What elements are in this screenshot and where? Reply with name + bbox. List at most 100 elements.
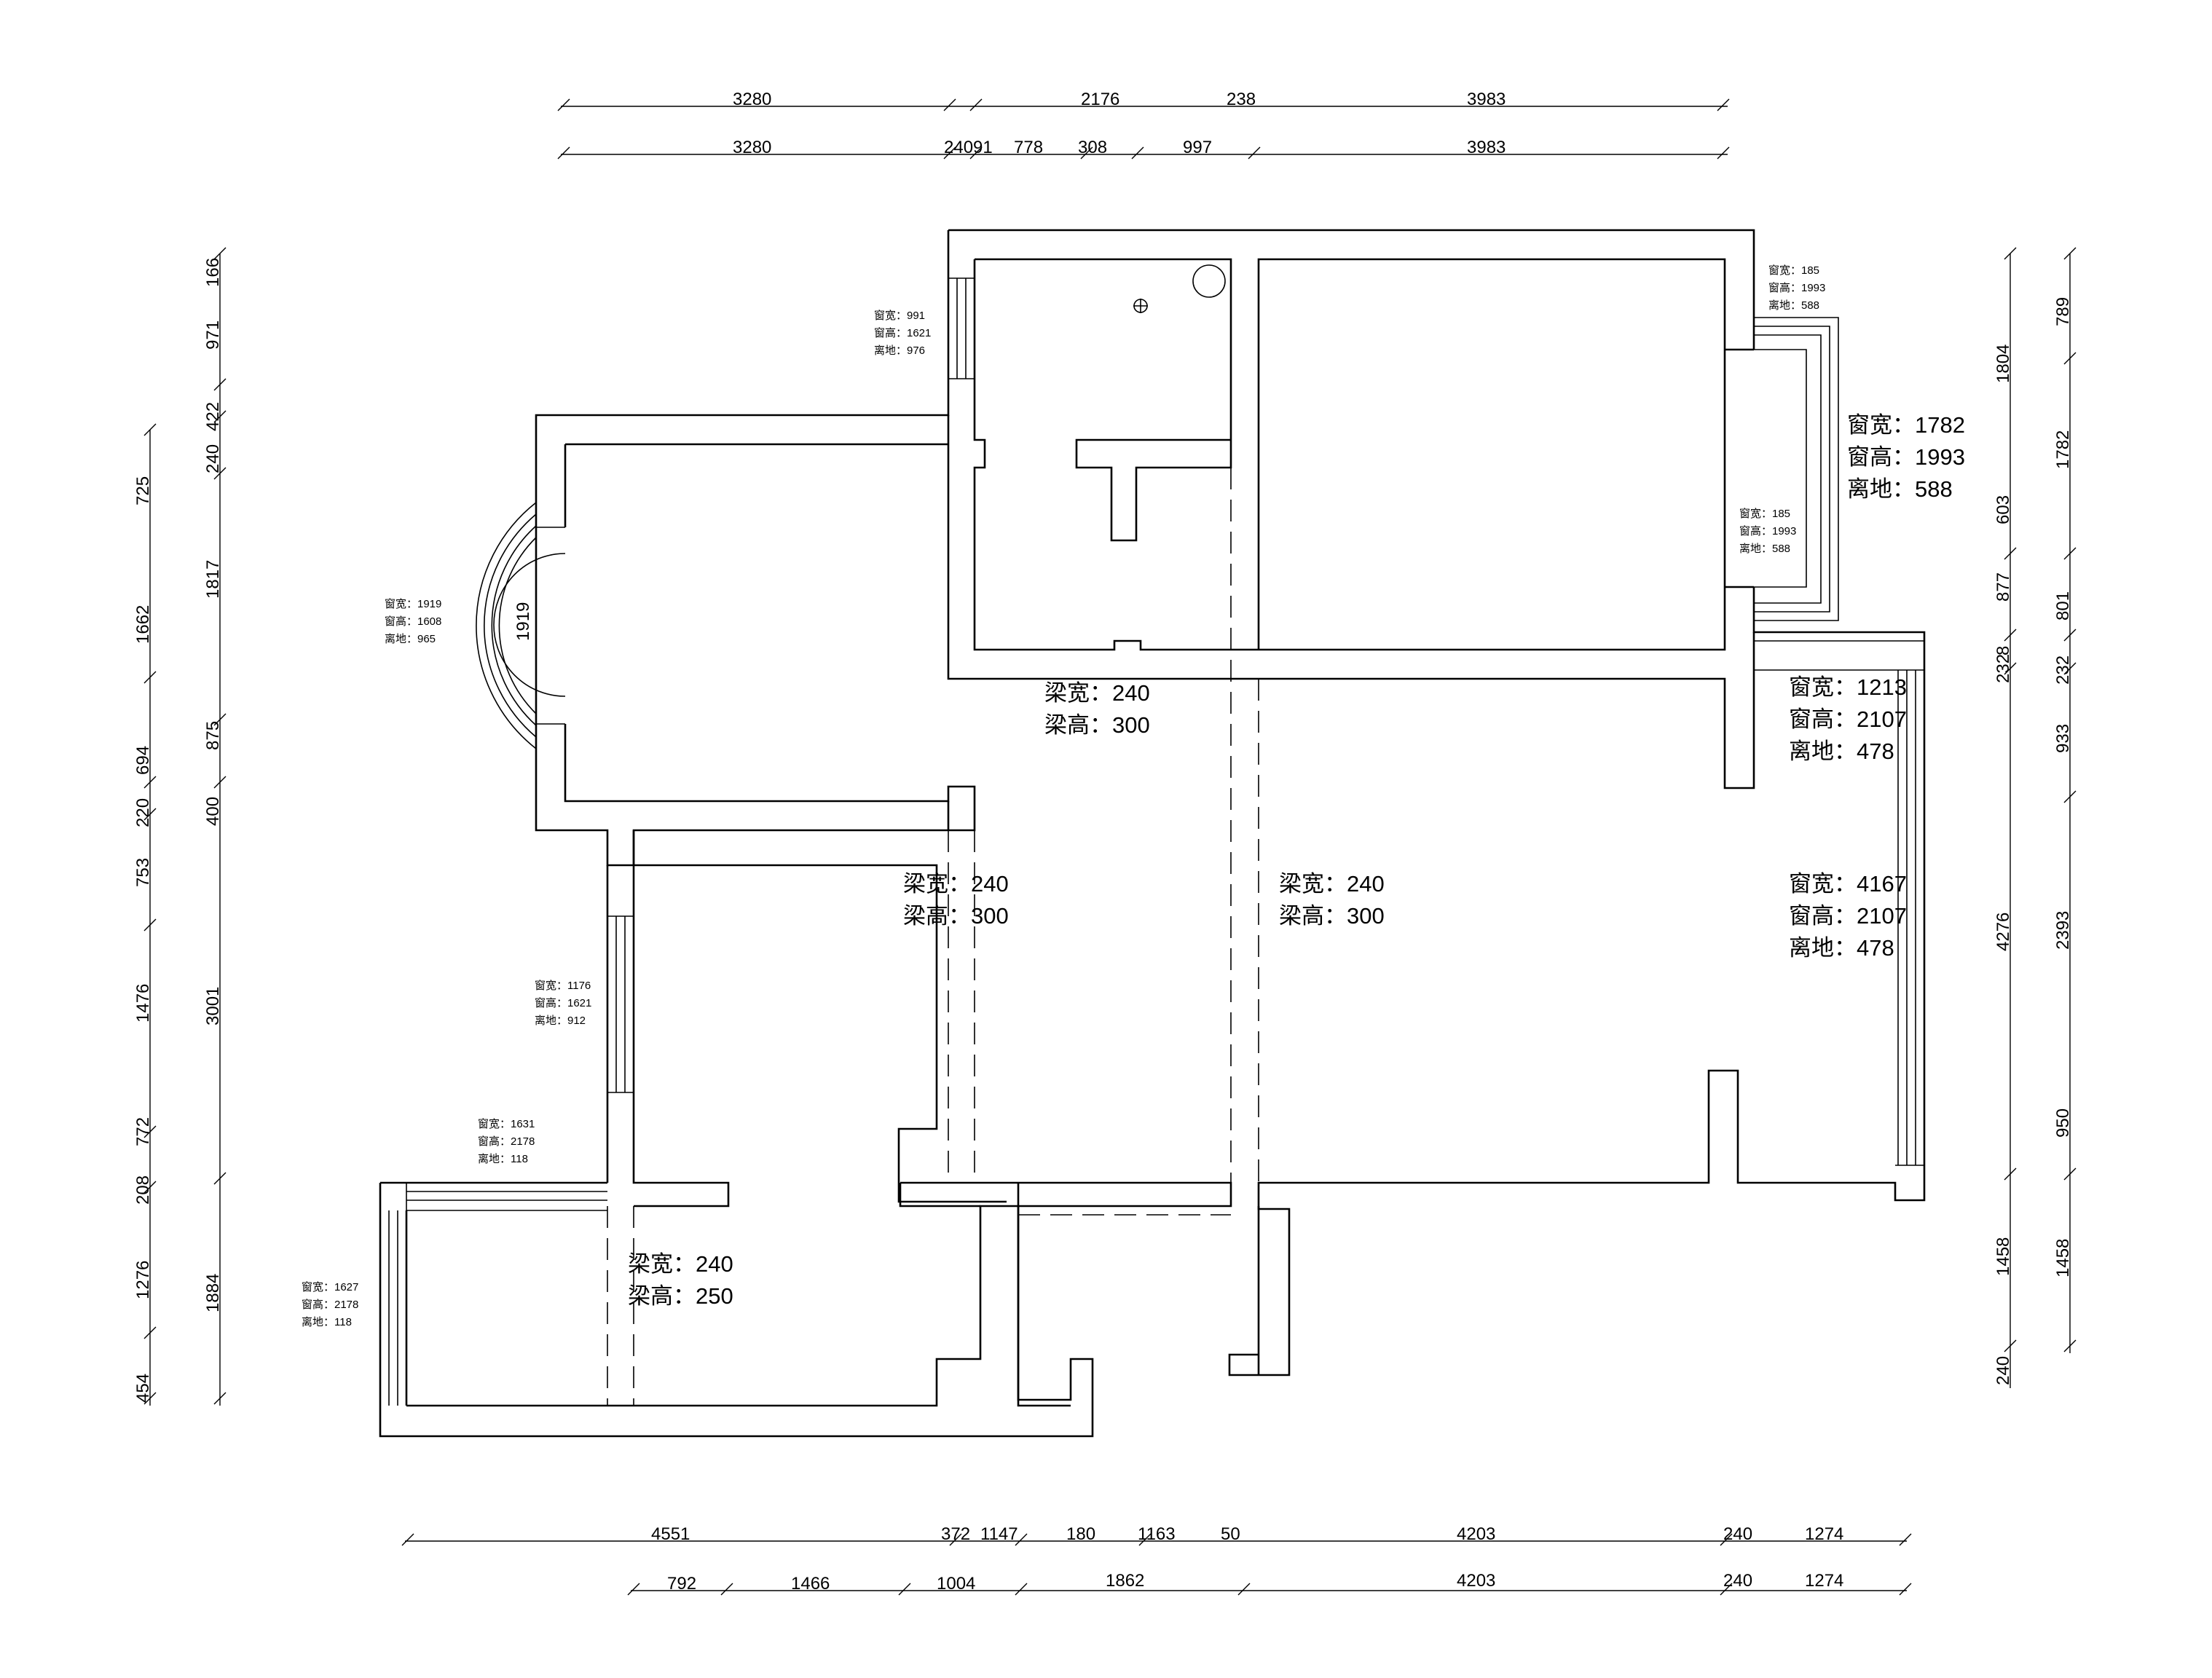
dim-left-inner-8: 1884 xyxy=(203,1274,223,1312)
dim-left-outer-3: 220 xyxy=(133,798,153,827)
dim-bottom-inner-6: 4203 xyxy=(1457,1524,1495,1544)
window-small-5-width: 窗宽：1631 xyxy=(478,1117,535,1130)
dim-right-outer-6: 950 xyxy=(2053,1108,2073,1138)
dim-right-outer-0: 789 xyxy=(2053,297,2073,326)
dim-left-outer-6: 772 xyxy=(133,1117,153,1146)
dim-right-outer-5: 2393 xyxy=(2053,911,2073,950)
dim-bottom-outer-1: 1466 xyxy=(791,1574,830,1594)
window-small-6-width: 窗宽：1627 xyxy=(302,1280,358,1293)
dim-top-inner-3: 778 xyxy=(1014,138,1043,157)
window-small-4-width: 窗宽：1176 xyxy=(535,979,591,992)
dim-bottom-inner-0: 4551 xyxy=(651,1524,690,1544)
dim-right-outer-4: 933 xyxy=(2053,724,2073,753)
fixtures xyxy=(1133,264,1226,313)
dim-left-inner-0: 166 xyxy=(203,258,223,287)
window-small-0-ground: 离地：976 xyxy=(874,344,925,357)
window-small-2-height: 窗高：1993 xyxy=(1739,524,1796,537)
dim-bottom-outer-2: 1004 xyxy=(937,1574,975,1594)
window-large-0-width: 窗宽：1782 xyxy=(1847,412,1965,438)
window-small-6-height: 窗高：2178 xyxy=(302,1298,358,1311)
window-large-2-height: 窗高：2107 xyxy=(1789,903,1907,929)
dim-bottom-inner-5: 50 xyxy=(1221,1524,1240,1544)
dim-right-inner-3: 232 xyxy=(1993,654,2013,683)
dim-right-outer-1: 1782 xyxy=(2053,430,2073,469)
beam-0-height: 梁高：300 xyxy=(1044,712,1150,738)
windows xyxy=(388,277,1924,1406)
dim-right-inner-7: 240 xyxy=(1993,1356,2013,1385)
dim-left-outer-5: 1476 xyxy=(133,984,153,1023)
window-large-0-height: 窗高：1993 xyxy=(1847,444,1965,470)
dim-right-inner-2: 877 xyxy=(1993,572,2013,602)
dim-right-outer-7: 1458 xyxy=(2053,1239,2073,1277)
dim-left-inner-7: 3001 xyxy=(203,987,223,1025)
dim-left-inner-6: 400 xyxy=(203,797,223,826)
dim-left-outer-4: 753 xyxy=(133,858,153,887)
window-small-5-height: 窗高：2178 xyxy=(478,1135,535,1148)
dim-top-inner-0: 3280 xyxy=(733,138,771,157)
dim-bottom-outer-4: 4203 xyxy=(1457,1571,1495,1591)
arc-window-width-label: 1919 xyxy=(513,602,533,641)
window-small-4-height: 窗高：1621 xyxy=(535,996,591,1009)
dim-right-inner-6: 1458 xyxy=(1993,1237,2013,1276)
dim-left-outer-8: 1276 xyxy=(133,1261,153,1299)
beam-annotations: 梁宽：240 梁高：300 梁宽：240 梁高：300 梁宽：240 梁高：30… xyxy=(628,680,1385,1309)
dim-bottom-outer-5: 240 xyxy=(1723,1571,1752,1591)
dim-left-inner-1: 971 xyxy=(203,320,223,350)
dim-left-outer-1: 1662 xyxy=(133,605,153,644)
window-small-0-width: 窗宽：991 xyxy=(874,309,925,322)
dim-bottom-outer-6: 1274 xyxy=(1805,1571,1843,1591)
dim-top-inner-2: 91 xyxy=(973,138,993,157)
dim-right-inner-1: 603 xyxy=(1993,495,2013,524)
dim-top-outer-1: 2176 xyxy=(1081,90,1119,109)
window-large-1-width: 窗宽：1213 xyxy=(1789,674,1907,700)
window-large-1-ground: 离地：478 xyxy=(1789,738,1894,764)
window-small-3-ground: 离地：965 xyxy=(385,633,436,645)
dim-bottom-inner-1: 372 xyxy=(941,1524,970,1544)
beam-2-width: 梁宽：240 xyxy=(1279,871,1385,897)
dim-top-outer-3: 3983 xyxy=(1467,90,1506,109)
window-small-0-height: 窗高：1621 xyxy=(874,326,931,339)
walls xyxy=(379,229,1926,1438)
dimension-lines xyxy=(143,98,2077,1596)
dim-left-inner-4: 1817 xyxy=(203,560,223,599)
beam-lines xyxy=(607,468,1259,1406)
dim-bottom-outer-3: 1862 xyxy=(1106,1571,1144,1591)
dim-top-inner-6: 3983 xyxy=(1467,138,1506,157)
window-small-6-ground: 离地：118 xyxy=(302,1316,352,1328)
toilet-fixture-icon xyxy=(1192,264,1226,298)
window-small-3-height: 窗高：1608 xyxy=(385,615,441,628)
dim-right-outer-3: 232 xyxy=(2053,655,2073,685)
dim-left-outer-2: 694 xyxy=(133,746,153,775)
beam-3-width: 梁宽：240 xyxy=(628,1251,733,1277)
dim-left-outer-0: 725 xyxy=(133,476,153,505)
dim-left-inner-5: 875 xyxy=(203,721,223,750)
dim-top-inner-5: 997 xyxy=(1183,138,1212,157)
dim-top-inner-4: 308 xyxy=(1078,138,1107,157)
beam-3-height: 梁高：250 xyxy=(628,1283,733,1309)
beam-1-width: 梁宽：240 xyxy=(903,871,1009,897)
window-small-1-height: 窗高：1993 xyxy=(1768,281,1825,294)
window-small-5-ground: 离地：118 xyxy=(478,1153,528,1165)
window-large-2-width: 窗宽：4167 xyxy=(1789,871,1907,897)
dim-right-outer-2: 801 xyxy=(2053,591,2073,621)
window-large-1-height: 窗高：2107 xyxy=(1789,706,1907,732)
dimension-labels: 3280 2176 238 3983 3280 240 91 778 308 9… xyxy=(133,90,2073,1594)
beam-1-height: 梁高：300 xyxy=(903,903,1009,929)
window-small-2-ground: 离地：588 xyxy=(1739,543,1790,555)
dim-left-outer-9: 454 xyxy=(133,1374,153,1403)
dim-bottom-inner-8: 1274 xyxy=(1805,1524,1843,1544)
dim-left-inner-3: 422 xyxy=(203,402,223,431)
window-small-1-ground: 离地：588 xyxy=(1768,299,1819,312)
dim-right-inner-5: 4276 xyxy=(1993,913,2013,951)
dim-right-inner-4: 8 xyxy=(1993,646,2013,655)
dim-top-outer-2: 238 xyxy=(1227,90,1256,109)
window-small-4-ground: 离地：912 xyxy=(535,1015,586,1027)
dim-bottom-inner-2: 1147 xyxy=(980,1524,1018,1544)
window-large-2-ground: 离地：478 xyxy=(1789,935,1894,961)
window-small-1-width: 窗宽：185 xyxy=(1768,264,1819,277)
window-annotations-small: 窗宽：991 窗高：1621 离地：976 窗宽：185 窗高：1993 离地：… xyxy=(302,264,1825,1328)
dim-right-inner-0: 1804 xyxy=(1993,344,2013,383)
window-small-3-width: 窗宽：1919 xyxy=(385,597,441,610)
dim-left-inner-2: 240 xyxy=(203,444,223,473)
